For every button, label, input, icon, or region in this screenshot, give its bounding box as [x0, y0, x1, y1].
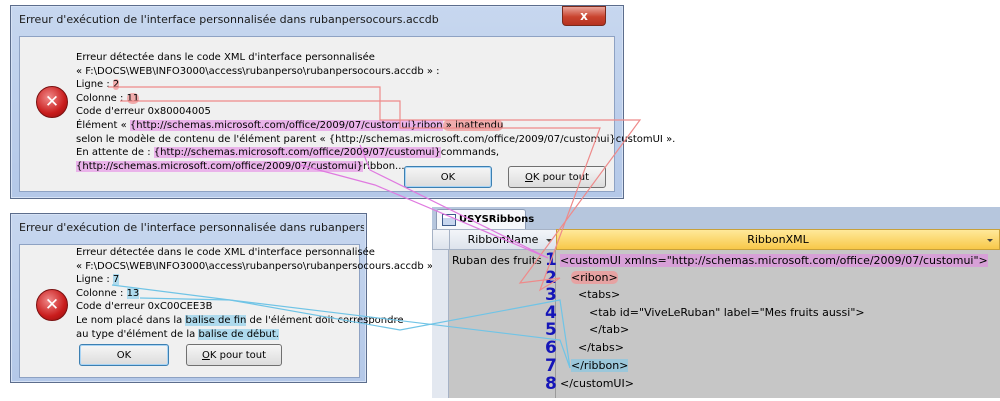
line-number: 1 — [545, 250, 557, 270]
xml-line: </tab> — [589, 323, 630, 336]
line-number: 7 — [545, 356, 557, 376]
dialog-1-titlebar[interactable]: Erreur d'exécution de l'interface person… — [11, 6, 623, 32]
message-element: Élément « {http://schemas.microsoft.com/… — [76, 119, 504, 131]
error-icon: ✕ — [36, 86, 68, 118]
message-line-number: Ligne : 7 — [76, 274, 120, 286]
message-parent: selon le modèle de contenu de l'élément … — [76, 133, 676, 145]
message-path: « F:\DOCS\WEB\INFO3000\access\rubanperso… — [76, 65, 440, 77]
line-number: 3 — [545, 285, 557, 305]
row-selector[interactable] — [432, 250, 449, 398]
error-dialog-2: Erreur d'exécution de l'interface person… — [10, 213, 440, 383]
xml-line: </ribbon> — [571, 359, 629, 372]
message-line-number: Ligne : 2 — [76, 79, 120, 91]
xml-line: <tabs> — [578, 288, 621, 301]
tab-label: USYSRibbons — [459, 214, 535, 225]
cell-ribbonname[interactable] — [449, 250, 556, 398]
error-dialog-1: Erreur d'exécution de l'interface person… — [10, 5, 675, 199]
row-selector-header[interactable] — [432, 229, 450, 250]
tab-usysribbons[interactable]: USYSRibbons — [436, 209, 534, 230]
ribbon-name-value: Ruban des fruits — [452, 254, 542, 267]
column-header-ribbonname[interactable]: RibbonName — [449, 229, 557, 250]
xml-line: <ribon> — [571, 271, 618, 284]
message-line-7: au type d'élément de la balise de début. — [76, 328, 279, 340]
line-number: 6 — [545, 338, 557, 358]
xml-line: <customUI xmlns="http://schemas.microsof… — [560, 254, 988, 267]
dialog-2-titlebar[interactable]: Erreur d'exécution de l'interface person… — [11, 214, 366, 240]
message-column-number: Colonne : 13 — [76, 287, 140, 299]
error-icon: ✕ — [36, 289, 68, 321]
dialog-1-close-button[interactable]: x — [562, 6, 606, 26]
message-path: « F:\DOCS\WEB\INFO3000\access\rubanperso… — [76, 260, 440, 272]
message-line: Erreur détectée dans le code XML d'inter… — [76, 52, 375, 63]
xml-line: </customUI> — [560, 377, 634, 390]
chevron-down-icon — [546, 239, 552, 242]
line-number: 5 — [545, 320, 557, 340]
dialog-1-message: Erreur détectée dans le code XML d'inter… — [76, 51, 675, 173]
line-number: 8 — [545, 374, 557, 394]
chevron-down-icon — [987, 239, 993, 242]
message-line: Erreur détectée dans le code XML d'inter… — [76, 247, 375, 258]
ok-button[interactable]: OK — [79, 344, 169, 366]
dialog-2-message: Erreur détectée dans le code XML d'inter… — [76, 246, 440, 341]
xml-line: <tab id="ViveLeRuban" label="Mes fruits … — [589, 306, 865, 319]
dialog-1-title: Erreur d'exécution de l'interface person… — [19, 13, 439, 26]
message-expected: En attente de : {http://schemas.microsof… — [76, 147, 500, 159]
column-header-ribbonxml[interactable]: RibbonXML — [556, 229, 1000, 250]
message-error-code: Code d'erreur 0xC00CEE3B — [76, 301, 213, 313]
table-icon — [442, 214, 456, 226]
dialog-2-title: Erreur d'exécution de l'interface person… — [19, 221, 364, 234]
message-column-number: Colonne : 11 — [76, 92, 140, 104]
message-line-6: Le nom placé dans la balise de fin de l'… — [76, 314, 404, 326]
ok-button[interactable]: OK — [404, 166, 492, 188]
xml-line: </tabs> — [578, 341, 624, 354]
message-error-code: Code d'erreur 0x80004005 — [76, 106, 211, 118]
